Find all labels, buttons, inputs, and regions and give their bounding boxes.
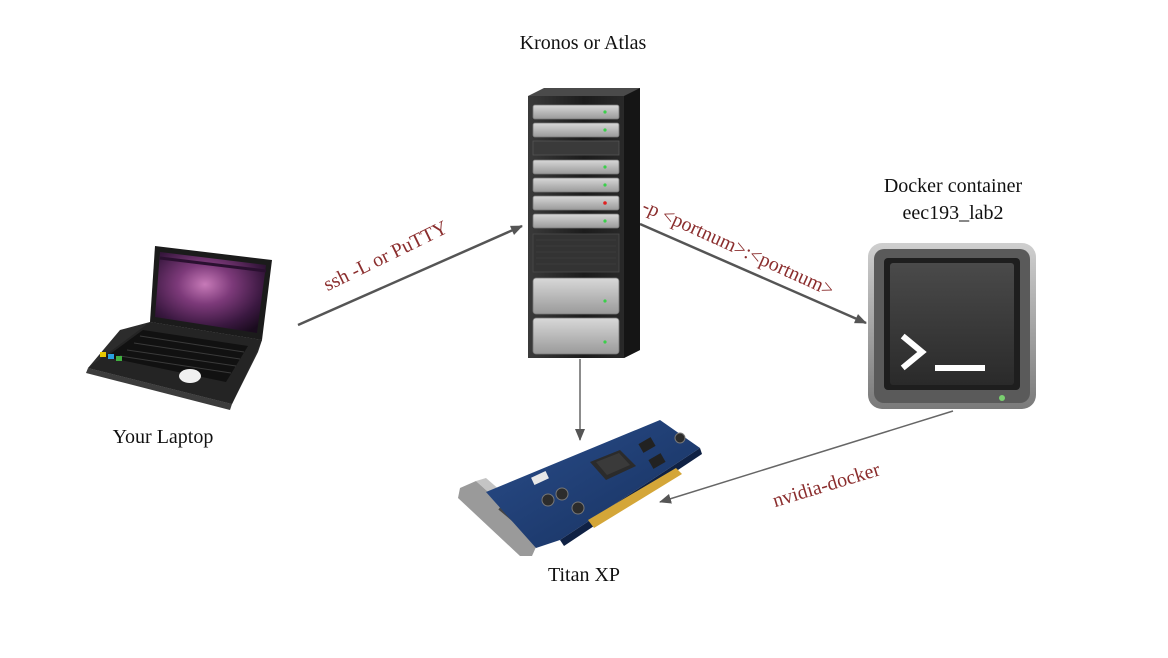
arrow-laptop-to-server bbox=[297, 224, 523, 327]
server-label: Kronos or Atlas bbox=[519, 32, 647, 54]
laptop-icon bbox=[86, 246, 272, 410]
laptop-label: Your Laptop bbox=[112, 426, 214, 448]
arrow-server-to-docker bbox=[639, 222, 867, 325]
terminal-icon bbox=[868, 243, 1036, 409]
graphics-card-icon bbox=[458, 420, 702, 556]
gpu-label: Titan XP bbox=[547, 564, 621, 586]
arrow-docker-to-gpu bbox=[659, 410, 954, 504]
server-rack-icon bbox=[528, 88, 640, 358]
docker-label-line1: Docker container bbox=[883, 175, 1023, 197]
docker-label-line2: eec193_lab2 bbox=[902, 202, 1004, 224]
